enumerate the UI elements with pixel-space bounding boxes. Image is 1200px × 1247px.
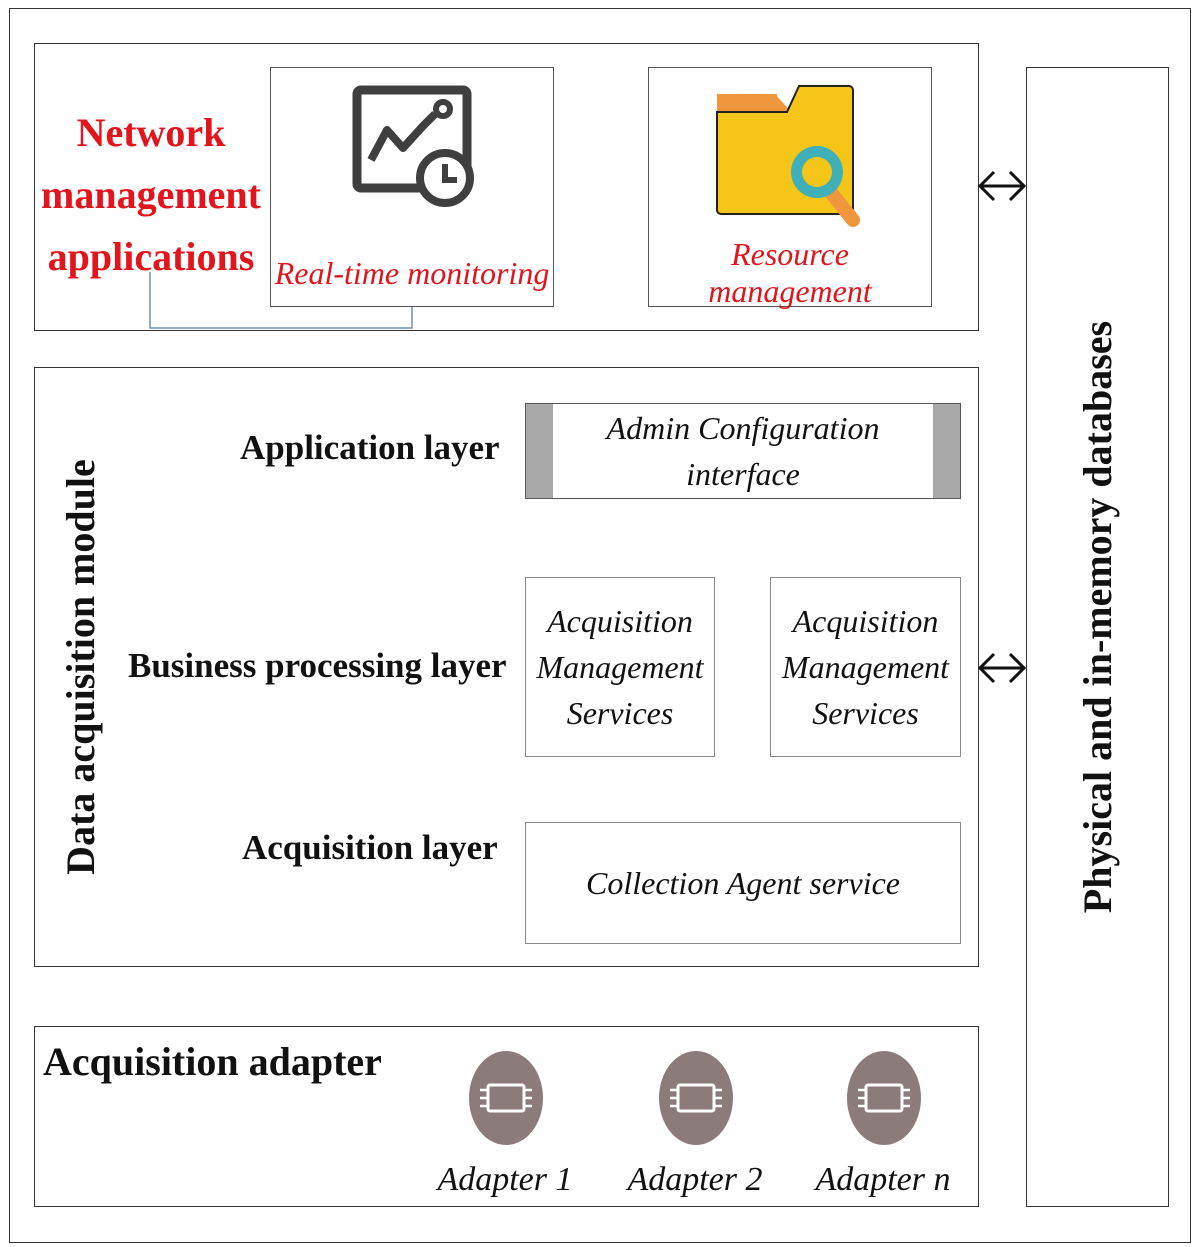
chip-icon [847,1051,921,1145]
admin-box-line-2: interface [686,456,800,492]
network-apps-title-line-3: applications [47,234,255,279]
realtime-monitoring-label: Real-time monitoring [274,254,550,291]
double-arrow-middle [977,652,1027,684]
admin-box-left-bar [526,404,553,498]
double-arrow-top [977,170,1027,202]
adapter-label-2: Adapter 2 [627,1161,763,1198]
collection-agent-box[interactable]: Collection Agent service [525,822,961,944]
acquisition-service-box-2[interactable]: Acquisition Management Services [770,577,961,757]
apps-connector-line [149,272,413,329]
adapter-label-1: Adapter 1 [437,1161,573,1198]
service-box-1-line-2: Management [536,649,704,685]
service-box-2-line-3: Services [812,695,919,731]
chip-icon [469,1051,543,1145]
chip-icon [659,1051,733,1145]
data-acquisition-title: Data acquisition module [57,459,103,875]
database-title: Physical and in-memory databases [1074,320,1120,914]
folder-magnifier-icon [716,85,860,227]
service-box-1-line-3: Services [566,695,674,731]
network-apps-title-line-1: Network [76,110,226,155]
network-apps-title-line-2: management [41,172,261,217]
admin-box-right-bar [933,404,960,498]
database-panel [1026,67,1169,1207]
service-box-1-line-1: Acquisition [547,603,693,639]
service-box-2-line-1: Acquisition [792,603,939,639]
admin-configuration-box[interactable]: Admin Configuration interface [525,403,961,499]
acquisition-service-box-1[interactable]: Acquisition Management Services [525,577,715,757]
realtime-monitoring-box[interactable]: Real-time monitoring [270,67,554,307]
resource-management-label: Resource management [708,236,872,309]
business-layer-label: Business processing layer [128,646,507,685]
monitoring-chart-clock-icon [352,85,474,207]
admin-box-line-1: Admin Configuration [606,410,880,446]
acquisition-adapter-title: Acquisition adapter [43,1039,382,1084]
admin-box-text: Admin Configuration interface [553,404,933,498]
service-box-2-line-2: Management [781,649,950,685]
network-apps-title: Network management applications [36,100,266,290]
application-layer-label: Application layer [240,428,500,467]
resource-management-box[interactable]: Resource management [648,67,932,309]
adapter-label-n: Adapter n [815,1161,951,1198]
acquisition-layer-label: Acquisition layer [242,828,498,867]
